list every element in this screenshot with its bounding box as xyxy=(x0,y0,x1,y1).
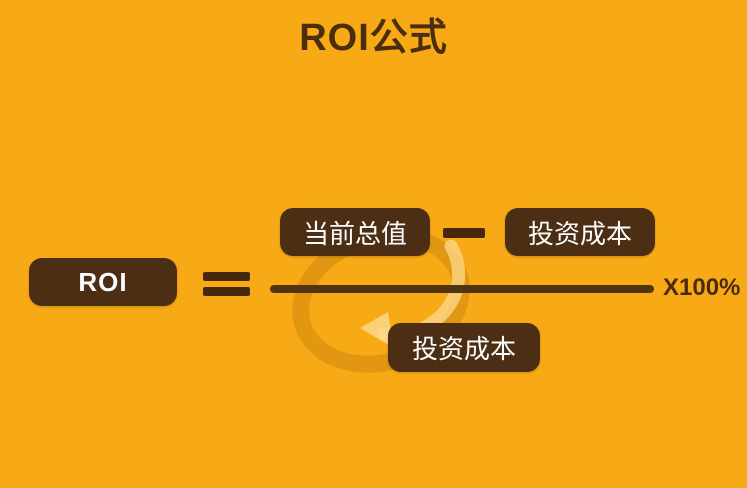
minus-sign xyxy=(443,228,485,238)
roi-result-label: ROI xyxy=(78,266,128,297)
page-title: ROI公式 xyxy=(299,17,448,59)
numerator-current-value-label: 当前总值 xyxy=(302,218,407,249)
numerator-current-value-box: 当前总值 xyxy=(280,208,430,256)
roi-result-box: ROI xyxy=(29,258,177,306)
denominator-investment-cost-box: 投资成本 xyxy=(388,323,540,372)
equals-sign xyxy=(203,272,250,296)
equals-bottom-bar xyxy=(203,287,250,296)
multiplier-label: X100% xyxy=(663,274,741,301)
numerator-investment-cost-label: 投资成本 xyxy=(527,218,632,249)
numerator-investment-cost-box: 投资成本 xyxy=(505,208,655,256)
equals-top-bar xyxy=(203,272,250,281)
fraction-line xyxy=(270,285,654,293)
denominator-investment-cost-label: 投资成本 xyxy=(411,334,516,364)
